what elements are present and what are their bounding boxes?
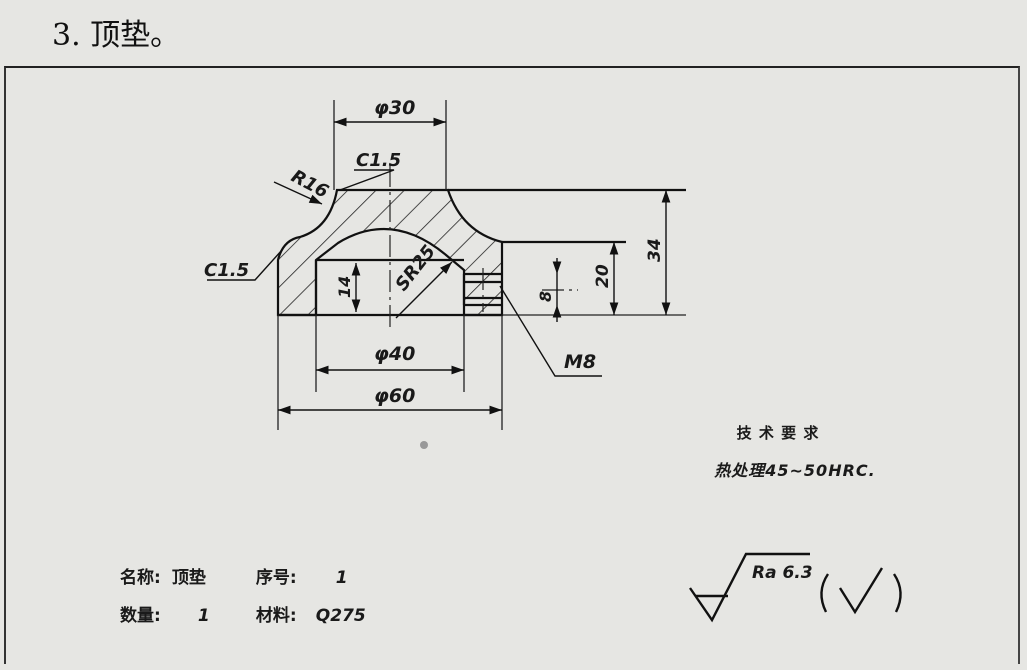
center-lines (389, 165, 578, 330)
dim-thread-height: 8 (536, 291, 555, 302)
name-value: 顶垫 (171, 568, 206, 588)
dim-sphere-radius: SR25 (391, 241, 439, 295)
qty-label: 数量: (120, 606, 161, 626)
tech-req-text: 热处理45~50HRC. (714, 461, 876, 480)
leader-lines (207, 169, 602, 377)
dim-chamfer-left: C1.5 (204, 260, 249, 281)
part-info-block: 名称: 顶垫 序号: 1 数量: 1 材料: Q275 (120, 563, 366, 639)
dim-inner-diameter: φ40 (374, 343, 415, 365)
dim-outer-diameter: φ60 (374, 385, 415, 407)
dim-chamfer-top: C1.5 (356, 150, 401, 171)
drawing-frame (4, 66, 1020, 664)
qty-value: 1 (197, 606, 210, 626)
roughness-symbol (689, 552, 810, 623)
dim-inner-height: 14 (335, 276, 354, 298)
roughness-check-mark-icon (820, 567, 902, 615)
seq-label: 序号: (255, 568, 297, 588)
dim-top-diameter: φ30 (374, 97, 415, 119)
seq-value: 1 (335, 568, 348, 588)
dim-fillet-radius: R16 (288, 166, 332, 203)
material-value: Q275 (315, 606, 366, 626)
dim-total-height: 34 (645, 238, 665, 262)
speck-mark (420, 441, 428, 449)
tech-req-title: 技 术 要 求 (736, 424, 820, 442)
technical-requirements: 技 术 要 求 热处理45~50HRC. (700, 422, 890, 481)
dim-thread-size: M8 (564, 351, 596, 373)
dimension-lines (278, 117, 671, 415)
problem-heading: 3. 顶垫。 (52, 18, 181, 53)
section-hatch-left (276, 188, 504, 317)
material-label: 材料: (255, 606, 297, 626)
dim-step-height: 20 (593, 264, 613, 288)
roughness-value: Ra 6.3 (752, 563, 813, 583)
name-label: 名称: (120, 568, 161, 588)
